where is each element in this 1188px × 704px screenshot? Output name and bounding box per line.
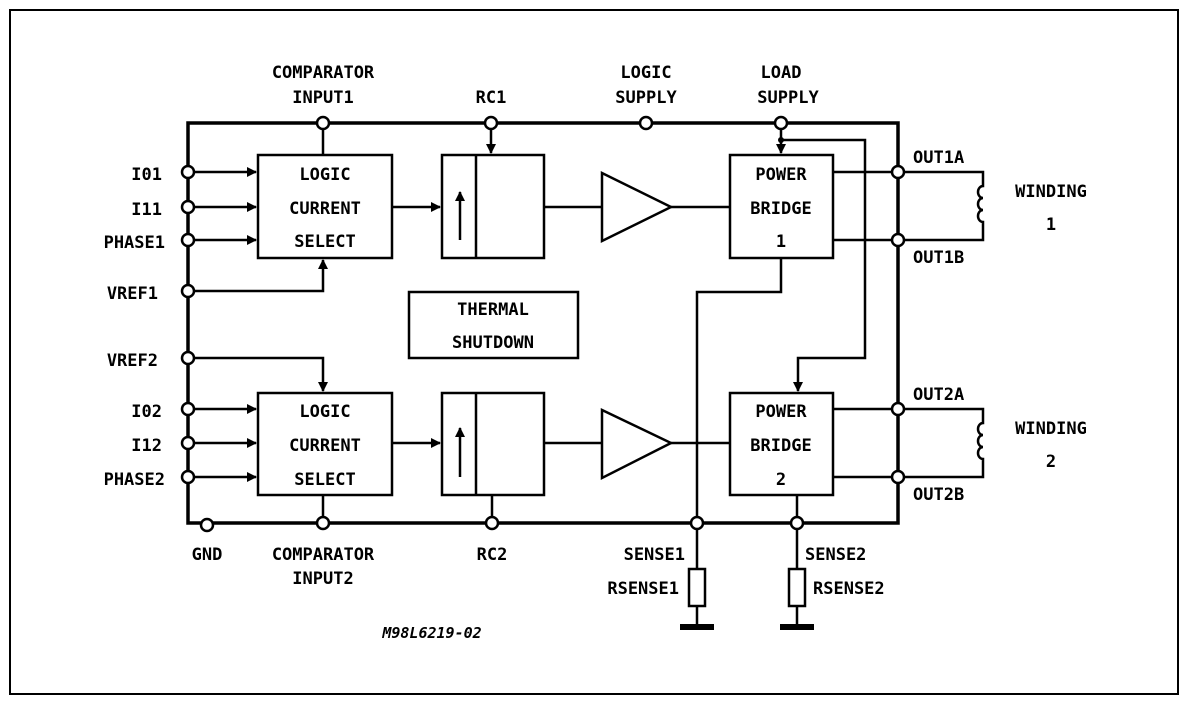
pin-label: OUT2B <box>913 485 964 505</box>
pin-out1b <box>890 232 906 248</box>
pin-sense2 <box>789 515 805 531</box>
pin-out2b <box>890 469 906 485</box>
pin-label: VREF2 <box>107 351 158 371</box>
block-label: LOGIC <box>299 165 350 185</box>
winding-coil-1 <box>898 170 985 242</box>
power-bridge-2 <box>728 391 835 497</box>
pin-label: OUT1A <box>913 148 964 168</box>
sense-resistor-2 <box>780 523 814 630</box>
figure-code: M98L6219-02 <box>381 624 481 642</box>
pin-label: VREF1 <box>107 284 158 304</box>
pin-phase1 <box>180 232 196 248</box>
pin-label: INPUT1 <box>292 88 353 108</box>
block-label: POWER <box>755 165 807 185</box>
pin-rc2 <box>484 515 500 531</box>
winding-label: 2 <box>1046 452 1056 472</box>
pin-label: SUPPLY <box>615 88 677 108</box>
pin-phase2 <box>180 469 196 485</box>
pins <box>180 115 906 533</box>
winding-label: 1 <box>1046 215 1056 235</box>
supply-wiring <box>695 123 898 523</box>
block-label: SELECT <box>294 232 355 252</box>
block-label: CURRENT <box>289 199 361 219</box>
block-label: BRIDGE <box>750 199 811 219</box>
pin-label: SENSE2 <box>805 545 866 565</box>
pin-i11 <box>180 199 196 215</box>
block-label: THERMAL <box>457 300 529 320</box>
pin-sense1 <box>689 515 705 531</box>
pin-vref2 <box>180 350 196 366</box>
pin-vref1 <box>180 283 196 299</box>
pin-label: INPUT2 <box>292 569 353 589</box>
amplifier-1 <box>544 170 730 244</box>
pin-label: SENSE1 <box>624 545 685 565</box>
pin-label: RC1 <box>476 88 507 108</box>
pin-label: I11 <box>131 200 162 220</box>
pin-label: PHASE2 <box>104 470 165 490</box>
block-label: CURRENT <box>289 436 361 456</box>
pin-label: OUT2A <box>913 385 964 405</box>
pin-out2a <box>890 401 906 417</box>
pin-label: LOAD <box>761 63 802 83</box>
winding-coil-2 <box>898 407 985 479</box>
winding-label: WINDING <box>1015 419 1087 439</box>
resistor-label: RSENSE2 <box>813 579 885 599</box>
pin-label: COMPARATOR <box>272 545 375 565</box>
monostable-block-2 <box>392 391 546 523</box>
pin-gnd <box>199 517 215 533</box>
pin-label: I01 <box>131 165 162 185</box>
block-label: 1 <box>776 232 786 252</box>
pin-rc1 <box>483 115 499 131</box>
pin-label: PHASE1 <box>104 233 165 253</box>
block-label: 2 <box>776 470 786 490</box>
pin-comparator-input1 <box>315 115 331 131</box>
pin-label: GND <box>192 545 223 565</box>
pin-label: OUT1B <box>913 248 964 268</box>
pin-i02 <box>180 401 196 417</box>
left-wires <box>188 123 328 523</box>
resistor-label: RSENSE1 <box>607 579 679 599</box>
pin-logic-supply <box>638 115 654 131</box>
pin-comparator-input2 <box>315 515 331 531</box>
pin-load-supply <box>773 115 789 131</box>
pin-label: RC2 <box>477 545 508 565</box>
winding-label: WINDING <box>1015 182 1087 202</box>
block-label: SELECT <box>294 470 355 490</box>
monostable-block-1 <box>392 123 546 260</box>
block-label: BRIDGE <box>750 436 811 456</box>
amplifier-2 <box>544 408 730 481</box>
pin-label: COMPARATOR <box>272 63 375 83</box>
block-label: POWER <box>755 402 807 422</box>
pin-label: I12 <box>131 436 162 456</box>
chip-outline <box>186 121 900 525</box>
pin-label: I02 <box>131 402 162 422</box>
pin-i01 <box>180 164 196 180</box>
thermal-shutdown-block <box>407 290 580 360</box>
figure-frame <box>9 9 1179 695</box>
pin-label: LOGIC <box>620 63 671 83</box>
block-label: LOGIC <box>299 402 350 422</box>
pin-label: SUPPLY <box>757 88 819 108</box>
sense-resistor-1 <box>680 523 714 630</box>
block-label: SHUTDOWN <box>452 333 534 353</box>
pin-out1a <box>890 164 906 180</box>
pin-i12 <box>180 435 196 451</box>
